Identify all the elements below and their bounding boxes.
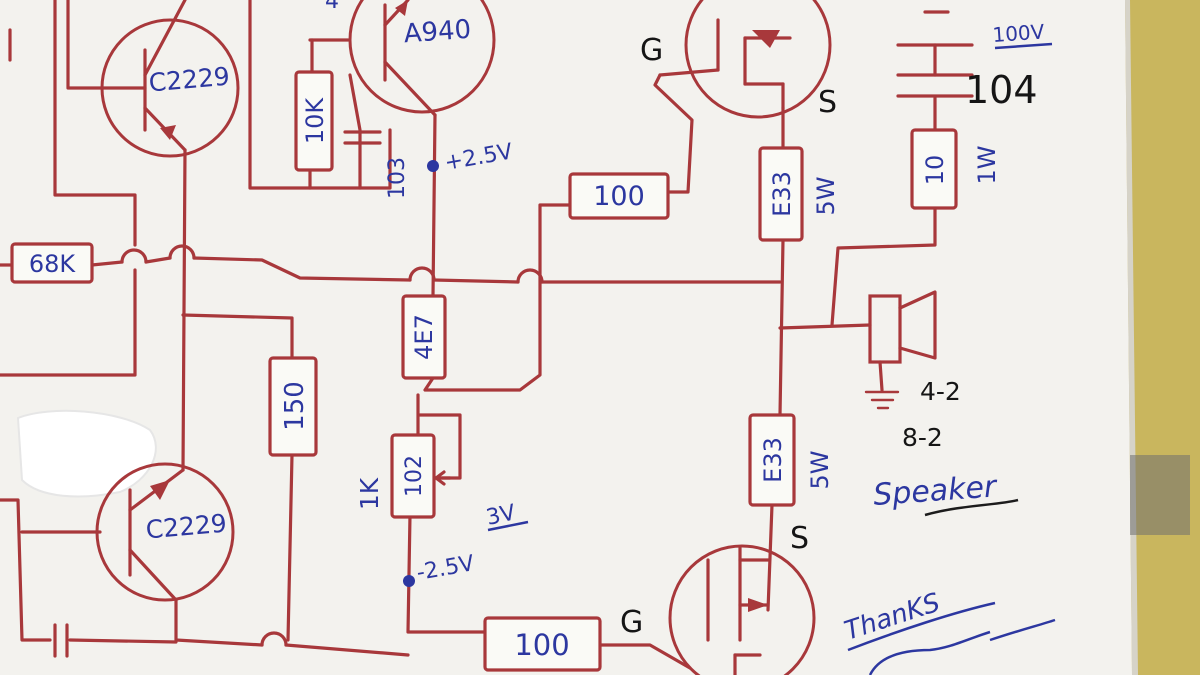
label-r-e33-top: E33 — [768, 171, 796, 217]
potentiometer-102 — [390, 433, 452, 519]
resistor-100-top — [568, 172, 670, 220]
scribble-signature — [868, 630, 991, 675]
label-r-100-top: 100 — [593, 181, 645, 212]
capacitor-104 — [896, 10, 974, 98]
desk-object — [1130, 455, 1190, 535]
label-q3: A940 — [403, 15, 472, 50]
label-source-bottom: S — [790, 521, 809, 556]
label-q2: C2229 — [145, 509, 228, 545]
label-r-10k: 10K — [301, 97, 329, 145]
whiteout-patch — [16, 409, 157, 498]
label-r-150: 150 — [280, 381, 310, 431]
label-r-1k: 1K — [355, 477, 384, 510]
label-r-68k: 68K — [29, 250, 77, 278]
label-impedance-8: 8-2 — [902, 423, 943, 452]
label-r-4e7: 4E7 — [410, 314, 438, 360]
label-watt-bottom: 5W — [806, 451, 834, 490]
mosfet-bottom — [668, 544, 816, 675]
scribble-line — [989, 618, 1056, 642]
label-r-100-bottom: 100 — [514, 628, 569, 662]
transistor-c2229-top — [100, 0, 240, 158]
desk-shadow — [1128, 0, 1200, 675]
paper-sheet — [0, 0, 1132, 675]
thanks-underline — [847, 601, 996, 652]
capacitor-bottom-left — [53, 623, 69, 658]
resistor-e33-bottom — [748, 413, 796, 507]
label-watt-1w: 1W — [973, 146, 1001, 185]
speaker-underline — [924, 498, 1019, 517]
resistor-150 — [268, 356, 318, 457]
label-q1: C2229 — [148, 62, 231, 98]
resistor-4e7 — [401, 294, 447, 380]
resistor-68k — [10, 242, 94, 284]
wires — [0, 0, 937, 670]
label-r-10-ohm: 10 — [921, 155, 949, 186]
resistor-e33-top — [758, 146, 804, 242]
label-r-e33-bottom: E33 — [759, 437, 787, 483]
label-speaker: Speaker — [872, 469, 999, 513]
resistor-100-bottom — [483, 616, 602, 672]
label-source-top: S — [818, 85, 837, 120]
node-minus-2-5v — [403, 575, 415, 587]
label-partial-4: 4 — [325, 0, 339, 14]
label-cap-104: 104 — [965, 68, 1038, 112]
underline-100v — [994, 42, 1053, 50]
ground-symbol — [864, 390, 900, 410]
label-impedance-4: 4-2 — [920, 377, 961, 406]
node-plus-2-5v — [427, 160, 439, 172]
capacitor-103 — [343, 130, 382, 145]
label-cap-103: 103 — [385, 157, 410, 199]
label-r-102: 102 — [402, 455, 427, 497]
label-gate-bottom: G — [620, 605, 643, 640]
label-voltage-100v: 100V — [992, 19, 1046, 47]
transistor-c2229-bottom — [95, 462, 235, 602]
resistor-10-ohm — [910, 128, 958, 210]
resistor-10k — [294, 70, 334, 172]
label-watt-top: 5W — [812, 177, 840, 216]
label-gate-top: G — [640, 33, 663, 68]
speaker-symbol — [868, 290, 937, 364]
transistor-a940 — [348, 0, 496, 117]
mosfet-top — [658, 0, 832, 119]
underline-3v — [487, 520, 529, 532]
